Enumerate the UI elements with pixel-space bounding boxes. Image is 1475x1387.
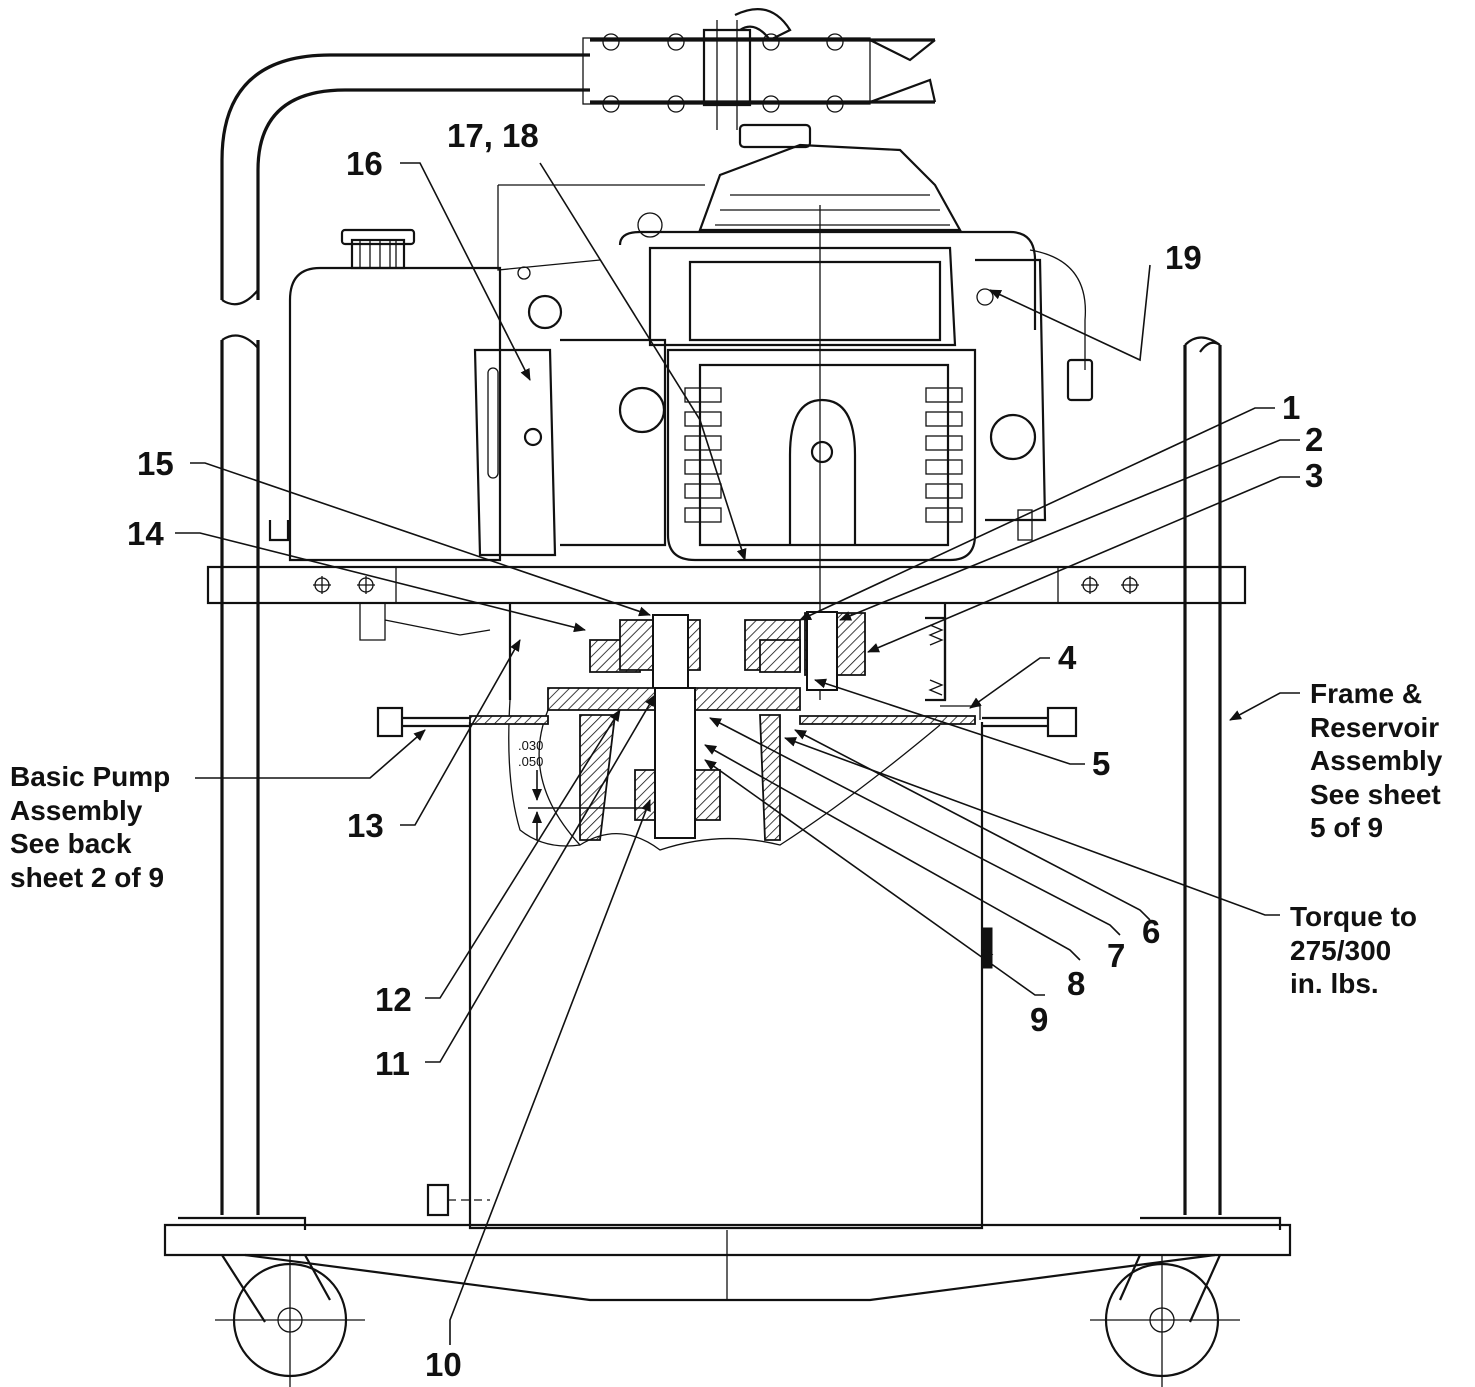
right-caster bbox=[1090, 1254, 1240, 1387]
frame-posts bbox=[220, 289, 1222, 1215]
dimension-lower: .050 bbox=[518, 754, 544, 769]
callout-3: 3 bbox=[1305, 457, 1324, 494]
callout-6: 6 bbox=[1142, 913, 1161, 950]
gear-section bbox=[589, 611, 866, 691]
engine-left-parts bbox=[473, 184, 705, 557]
callout-7: 7 bbox=[1107, 937, 1126, 974]
basic-pump-note: Basic Pump Assembly See back sheet 2 of … bbox=[10, 761, 171, 893]
callout-9: 9 bbox=[1030, 1001, 1049, 1038]
callout-12: 12 bbox=[375, 981, 412, 1018]
dimension-upper: .030 bbox=[518, 738, 544, 753]
callout-5: 5 bbox=[1092, 745, 1111, 782]
callout-16: 16 bbox=[346, 145, 383, 182]
callout-19: 19 bbox=[1165, 239, 1202, 276]
left-caster bbox=[215, 1254, 365, 1387]
callout-13: 13 bbox=[347, 807, 384, 844]
base-frame bbox=[163, 1216, 1292, 1302]
callout-4: 4 bbox=[1058, 639, 1077, 676]
callout-1: 1 bbox=[1282, 389, 1301, 426]
mounting-plate bbox=[206, 565, 1247, 641]
handle-bar bbox=[220, 8, 937, 300]
callout-17-18: 17, 18 bbox=[447, 117, 539, 154]
callout-15: 15 bbox=[137, 445, 174, 482]
lift-handles bbox=[376, 706, 1078, 738]
callout-2: 2 bbox=[1305, 421, 1324, 458]
gear-housing bbox=[508, 603, 947, 702]
engine-shroud bbox=[618, 123, 1037, 347]
leader-lines bbox=[175, 162, 1300, 1345]
fuel-tank bbox=[288, 228, 502, 562]
pump-body bbox=[508, 687, 941, 851]
callout-14: 14 bbox=[127, 515, 164, 552]
engine-right-parts bbox=[975, 249, 1094, 541]
torque-note: Torque to 275/300 in. lbs. bbox=[1290, 901, 1418, 1000]
callout-11: 11 bbox=[375, 1045, 410, 1082]
frame-reservoir-note: Frame & Reservoir Assembly See sheet 5 o… bbox=[1310, 678, 1443, 844]
callout-10: 10 bbox=[425, 1346, 462, 1383]
callout-8: 8 bbox=[1067, 965, 1086, 1002]
